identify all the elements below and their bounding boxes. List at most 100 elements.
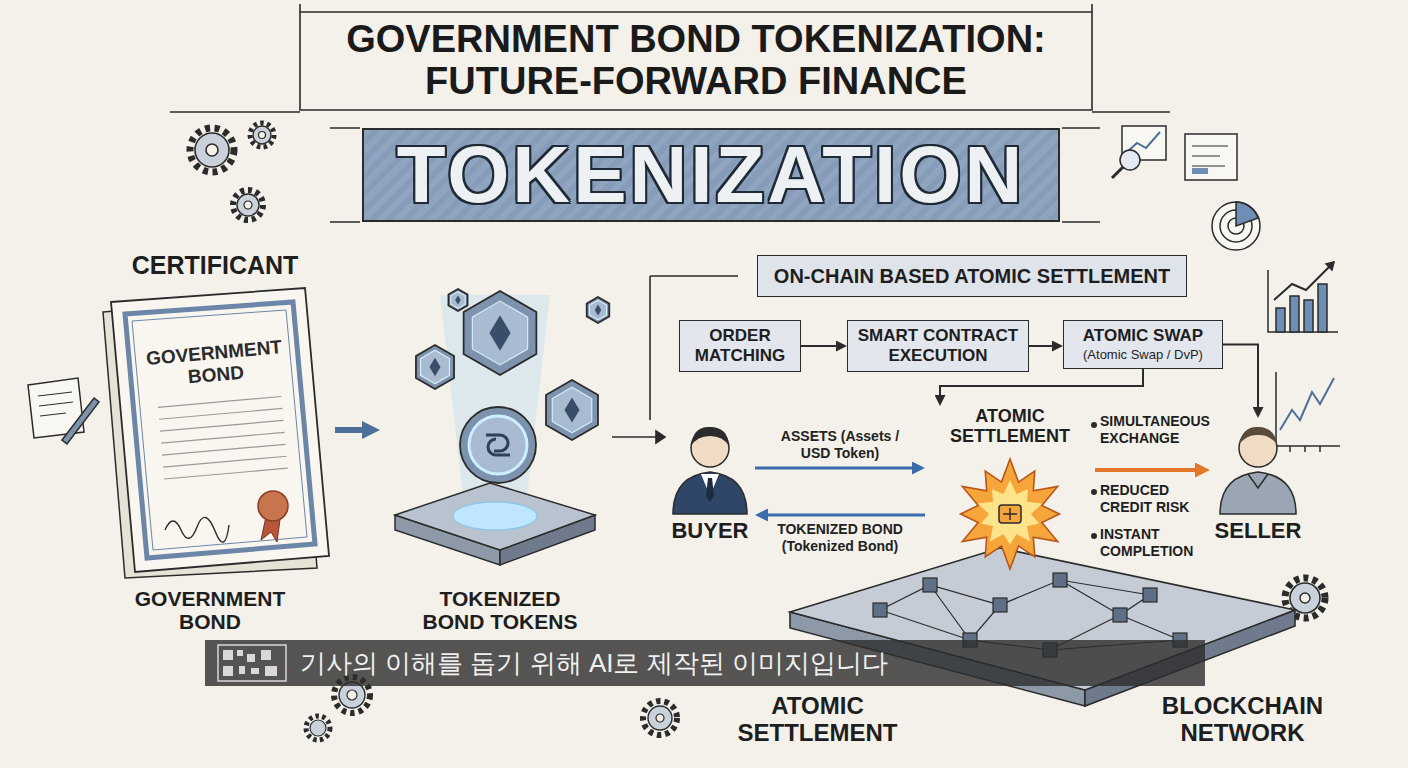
gear-part — [310, 720, 326, 736]
token-caption: TOKENIZED BOND TOKENS — [410, 587, 590, 633]
title-frame-part — [300, 12, 1092, 110]
burst-shape-part — [1003, 508, 1017, 520]
platform-caption: BLOCKCHAIN NETWORK — [1150, 692, 1335, 746]
connector — [1029, 345, 1052, 347]
chart-icons-part — [1112, 167, 1123, 178]
bullet-dot-part — [1091, 422, 1097, 428]
benefit-note: INSTANT COMPLETION — [1100, 526, 1214, 560]
chart-icons-part — [1274, 262, 1334, 300]
heading-text: ON-CHAIN BASED ATOMIC SETTLEMENT — [774, 264, 1170, 288]
connector — [801, 345, 836, 347]
tokens-shape-part — [469, 416, 527, 474]
band-lines — [330, 128, 1100, 222]
benefit-note: SIMULTANEOUS EXCHANGE — [1100, 413, 1214, 447]
bullet-dot — [1091, 422, 1097, 539]
doc-shape-part-part — [162, 444, 286, 455]
blockchain-platform-part-part — [1143, 588, 1157, 602]
edge-label: TOKENIZED BOND (Tokenized Bond) — [765, 521, 915, 555]
watermark-text: 기사의 이해를 돕기 위해 AI로 제작된 이미지입니다 — [300, 647, 1190, 679]
certificate-caption: GOVERNMENT BOND — [130, 587, 290, 633]
chart-icons-part — [1212, 202, 1260, 250]
tokens-shape-part — [587, 297, 610, 323]
tokens-shape-part — [552, 387, 591, 433]
burst-shape-part — [999, 505, 1021, 523]
connector — [335, 427, 362, 433]
watermark-logo — [217, 644, 287, 682]
doc-shape-part — [125, 302, 315, 558]
doc-shape — [95, 250, 335, 580]
blockchain-platform-part-part — [1113, 608, 1127, 622]
watermark-logo-part — [239, 666, 245, 674]
platform-caption: ATOMIC SETTLEMENT — [725, 692, 910, 746]
doc-shape-part-part — [160, 420, 284, 431]
tokens-shape-part — [546, 380, 598, 440]
title-holder: GOVERNMENT BOND TOKENIZATION: FUTURE-FOR… — [300, 18, 1092, 102]
tokens-shape-part — [448, 289, 467, 311]
tokenization-band: TOKENIZATION — [362, 128, 1060, 222]
gear-part — [259, 132, 266, 139]
process-bracket-part — [612, 436, 656, 438]
party-name: BUYER — [665, 518, 755, 544]
gear-part — [347, 690, 357, 700]
diagram-title: GOVERNMENT BOND TOKENIZATION: FUTURE-FOR… — [300, 18, 1092, 102]
gear-part — [190, 128, 234, 172]
chart-icons-part — [1290, 446, 1320, 452]
chart-icons-part — [1268, 270, 1338, 332]
note-icon — [28, 378, 99, 444]
tokens-shape-part — [453, 502, 537, 530]
blockchain-platform-part-part — [923, 578, 937, 592]
gear — [250, 123, 274, 147]
gear-part — [237, 194, 259, 216]
watermark-logo-part — [251, 668, 259, 674]
certificate-document: CERTIFICANTGOVERNMENT BOND — [95, 250, 335, 580]
doc-shape-part — [165, 517, 229, 542]
edge-label-holder: ASSETS (Assets / USD Token) — [765, 428, 915, 462]
process-label: ATOMIC SWAP — [1070, 326, 1216, 346]
label-holder: GOVERNMENT BOND — [130, 587, 290, 633]
chart-icons-part — [1192, 168, 1208, 174]
connector — [1223, 345, 1258, 408]
band-title: TOKENIZATION — [364, 130, 1058, 220]
blockchain-platform-part-part — [1053, 573, 1067, 587]
tokens-shape-part — [486, 435, 510, 455]
seller-shape-part — [1220, 472, 1296, 514]
connector — [1095, 468, 1195, 472]
chart-icons-part — [1127, 132, 1160, 152]
bullet-dot-part — [1091, 533, 1097, 539]
label-holder: 기사의 이해를 돕기 위해 AI로 제작된 이미지입니다 — [300, 647, 1190, 679]
chart-icons-part — [1280, 378, 1334, 430]
connector — [755, 467, 912, 470]
watermark-logo-part — [237, 650, 243, 656]
tokens-shape-part — [564, 397, 579, 422]
connector — [940, 369, 1143, 395]
gear-part — [195, 133, 229, 167]
certificate-heading: CERTIFICANT — [95, 250, 335, 280]
process-label: ORDER MATCHING — [686, 326, 794, 366]
watermark-logo-part — [265, 666, 277, 676]
settlement-burst: ATOMIC SETTLEMENT — [925, 406, 1095, 574]
tokens-shape — [380, 275, 620, 640]
tokens-shape-part — [464, 291, 537, 375]
burst-shape-part — [978, 480, 1043, 545]
doc-shape-part — [111, 288, 329, 572]
watermark-logo-part — [247, 654, 255, 662]
band-lines-part — [330, 128, 1100, 222]
tokens-shape-part — [429, 358, 440, 376]
doc-shape-part — [158, 396, 288, 479]
process-bracket-part — [656, 431, 665, 443]
tokens-shape-part — [416, 345, 454, 389]
label-holder: BLOCKCHAIN NETWORK — [1150, 692, 1335, 746]
tokens-shape-part — [595, 305, 602, 316]
gear-part — [244, 201, 252, 209]
title-frame-part — [170, 4, 1170, 112]
blockchain-platform-part-part — [873, 603, 887, 617]
chart-icons-part — [1290, 296, 1299, 332]
chart-icons-part — [1192, 146, 1228, 166]
gear-part — [648, 706, 672, 730]
bullet-dot-part — [1091, 489, 1097, 495]
chart-icons-part — [1276, 372, 1340, 446]
connector — [768, 514, 925, 517]
gear — [306, 716, 330, 740]
gear-part — [306, 716, 330, 740]
